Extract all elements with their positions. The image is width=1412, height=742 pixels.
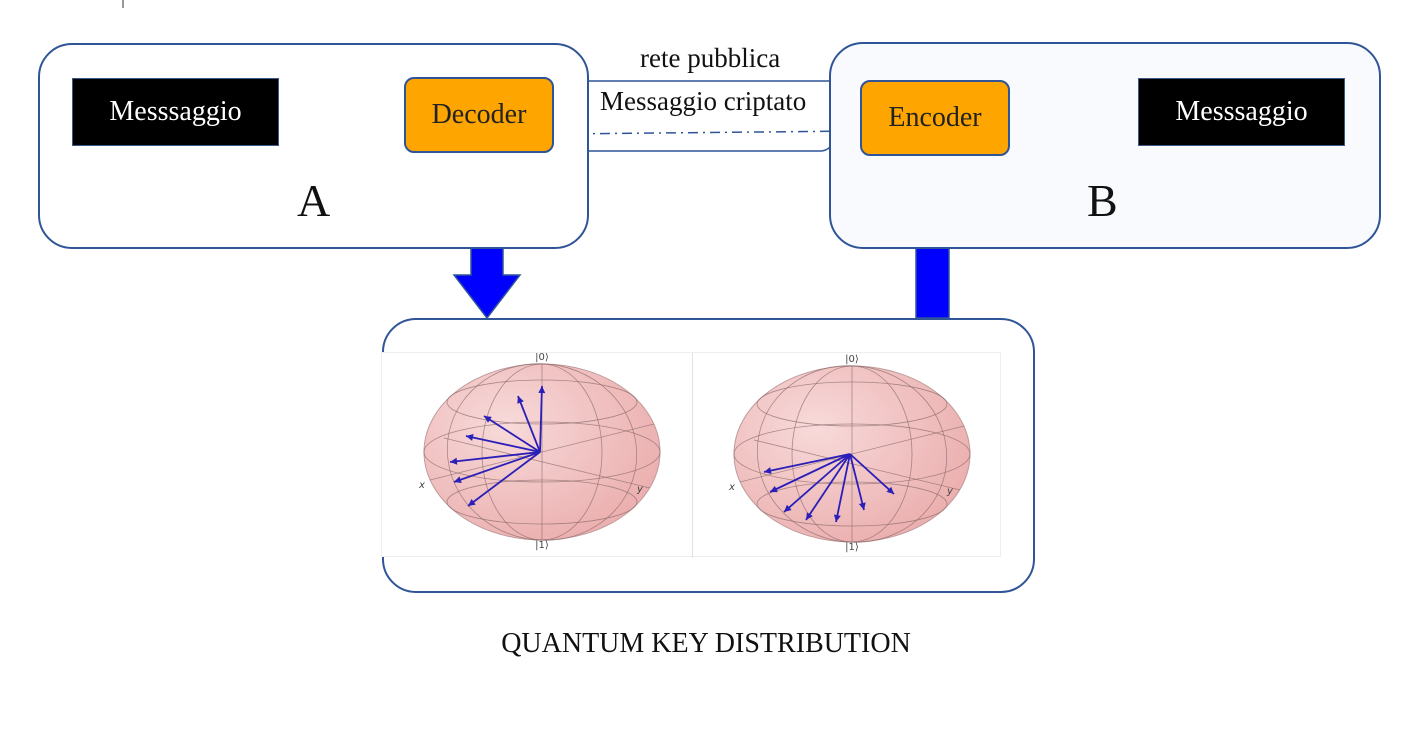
encoder-label: Encoder bbox=[888, 102, 982, 133]
state-vector-arrowhead bbox=[784, 504, 792, 512]
state-vector-arrowhead bbox=[770, 485, 778, 493]
encrypted-message-line bbox=[555, 130, 861, 135]
x-axis-line bbox=[739, 425, 965, 483]
state-vector bbox=[483, 415, 541, 453]
state-vector bbox=[835, 453, 851, 523]
qkd-caption: QUANTUM KEY DISTRIBUTION bbox=[501, 628, 911, 659]
state-vector-arrowhead bbox=[517, 396, 524, 404]
state-vector-arrowhead bbox=[833, 514, 841, 522]
y-axis-label: y bbox=[946, 486, 954, 497]
channel-title: rete pubblica bbox=[640, 43, 781, 73]
decoder-box: Decoder bbox=[404, 77, 554, 153]
state-vector bbox=[763, 453, 851, 473]
bloch-spheres-image: |0⟩ |1⟩ x y |0⟩ |1⟩ x y bbox=[381, 352, 1001, 558]
y-axis-line bbox=[753, 439, 961, 491]
state-vector bbox=[453, 451, 541, 483]
party-b-message-label: Messsaggio bbox=[1175, 96, 1308, 127]
party-a-name: A bbox=[297, 175, 331, 226]
state-vector-arrowhead bbox=[806, 512, 813, 520]
ket-zero-label: |0⟩ bbox=[845, 354, 859, 365]
y-axis-label: y bbox=[636, 484, 644, 495]
ket-one-label: |1⟩ bbox=[845, 542, 859, 553]
ket-zero-label: |0⟩ bbox=[535, 353, 549, 363]
state-vector bbox=[849, 453, 865, 511]
state-vector bbox=[805, 453, 851, 521]
meridian-line bbox=[446, 363, 638, 541]
state-vector bbox=[465, 435, 541, 453]
image-divider bbox=[692, 353, 693, 558]
state-vector-arrowhead bbox=[538, 386, 546, 394]
x-axis-line bbox=[429, 423, 655, 481]
y-axis-line bbox=[443, 437, 651, 489]
party-b-name: B bbox=[1087, 175, 1118, 226]
bloch-spheres-svg: |0⟩ |1⟩ x y |0⟩ |1⟩ x y bbox=[418, 353, 971, 553]
encoder-box: Encoder bbox=[860, 80, 1010, 156]
state-vector-arrowhead bbox=[450, 457, 458, 465]
state-vector bbox=[849, 453, 895, 495]
state-vector-arrowhead bbox=[484, 416, 492, 423]
bloch-sphere-right: |0⟩ |1⟩ x y bbox=[728, 354, 971, 553]
meridian-line bbox=[756, 365, 948, 543]
state-vector bbox=[539, 385, 543, 453]
state-vector-arrowhead bbox=[468, 499, 476, 506]
state-vector-arrowhead bbox=[466, 434, 474, 441]
party-b-message-box: Messsaggio bbox=[1138, 78, 1345, 146]
ket-one-label: |1⟩ bbox=[535, 540, 549, 551]
x-axis-label: x bbox=[728, 482, 735, 493]
state-vector bbox=[517, 395, 541, 453]
state-vector bbox=[783, 453, 851, 513]
state-vector bbox=[449, 451, 541, 463]
state-vector bbox=[769, 453, 851, 493]
state-vector bbox=[467, 451, 541, 507]
x-axis-label: x bbox=[418, 480, 425, 491]
state-vector-arrowhead bbox=[764, 467, 772, 474]
state-vector-arrowhead bbox=[858, 502, 866, 510]
party-a-message-box: Messsaggio bbox=[72, 78, 279, 146]
decoder-label: Decoder bbox=[431, 99, 527, 130]
state-vector-arrowhead bbox=[886, 486, 894, 494]
state-vector-arrowhead bbox=[454, 476, 462, 483]
channel-message-label: Messaggio criptato bbox=[600, 86, 807, 116]
party-a-message-label: Messsaggio bbox=[109, 96, 242, 127]
bloch-sphere-left: |0⟩ |1⟩ x y bbox=[418, 353, 661, 551]
